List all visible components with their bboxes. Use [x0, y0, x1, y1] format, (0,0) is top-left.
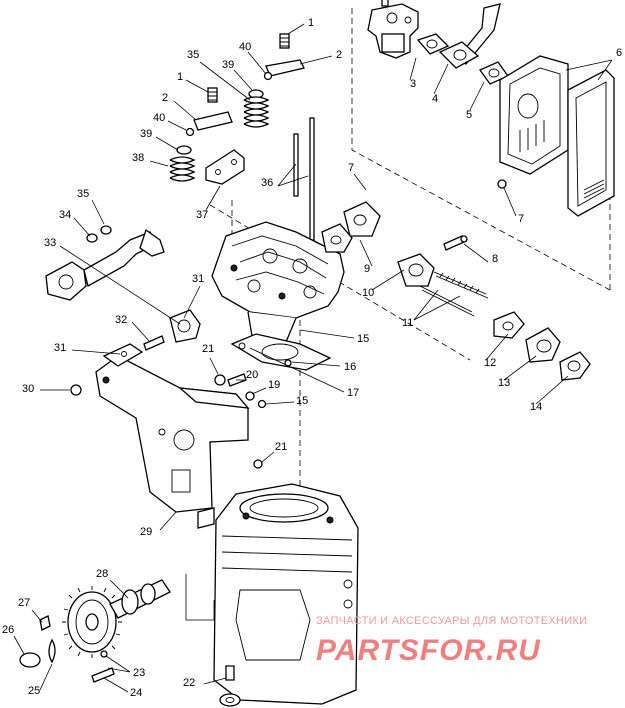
- callout-c34: 34: [59, 209, 71, 221]
- callout-c28: 28: [96, 568, 108, 580]
- callout-c40b: 40: [153, 112, 165, 124]
- callout-c20: 20: [246, 369, 258, 381]
- callout-c14: 14: [530, 401, 542, 413]
- callout-c15b: 15: [296, 395, 308, 407]
- callout-c7b: 7: [348, 162, 354, 174]
- callout-c29: 29: [140, 526, 152, 538]
- callout-c9: 9: [364, 263, 370, 275]
- leader-lines: [13, 23, 613, 693]
- callout-c2b: 2: [162, 92, 168, 104]
- callout-c26: 26: [2, 624, 14, 636]
- cylinder-block: [213, 483, 359, 705]
- watermark-tagline: ЗАПЧАСТИ И АКСЕССУАРЫ ДЛЯ МОТОТЕХНИКИ: [316, 615, 587, 627]
- callout-c31b: 31: [54, 342, 66, 354]
- callout-c25: 25: [28, 685, 40, 697]
- callout-c33: 33: [44, 237, 56, 249]
- callout-c22: 22: [183, 677, 195, 689]
- spacer-gaskets: [493, 311, 591, 381]
- air-box-cover: [567, 69, 615, 217]
- callout-c5: 5: [466, 109, 472, 121]
- rocker-assembly-right: [243, 33, 305, 128]
- crankcase-gasket: [102, 343, 144, 367]
- callout-c24: 24: [130, 687, 142, 699]
- callout-c1b: 1: [177, 71, 183, 83]
- intake-bolt: [443, 235, 468, 251]
- air-box-housing: [499, 55, 569, 175]
- callout-c39a: 39: [222, 59, 234, 71]
- callout-c37: 37: [196, 209, 208, 221]
- callout-c39b: 39: [140, 128, 152, 140]
- callout-c21b: 21: [275, 441, 287, 453]
- callout-c16: 16: [344, 361, 356, 373]
- callout-c7a: 7: [518, 213, 524, 225]
- callout-c11: 11: [402, 317, 413, 329]
- callout-c2a: 2: [336, 49, 342, 61]
- callout-c31a: 31: [192, 273, 204, 285]
- breather-parts: [214, 373, 267, 469]
- camshaft-gear: [62, 586, 122, 658]
- manifold-bolt: [143, 335, 165, 351]
- carb-gaskets: [416, 33, 509, 85]
- callout-c17: 17: [347, 387, 359, 399]
- callout-c27: 27: [18, 597, 30, 609]
- airbox-nut: [497, 179, 507, 189]
- drain-plug: [219, 665, 241, 707]
- callout-c4: 4: [432, 93, 438, 105]
- callout-c19: 19: [268, 379, 280, 391]
- crankcase-cover: [95, 355, 250, 529]
- push-rod-guide-plate: [205, 149, 245, 185]
- head-gasket: [230, 333, 332, 371]
- cover-bolt: [70, 384, 82, 396]
- callout-c15a: 15: [357, 333, 369, 345]
- callout-c35a: 35: [187, 49, 199, 61]
- cam-small-parts: [19, 615, 115, 683]
- callout-c30: 30: [22, 383, 34, 395]
- intake-gasket-upper: [321, 201, 381, 253]
- camshaft: [109, 579, 171, 619]
- callout-numbers: 1240353912403938345677363735343331891011…: [2, 17, 622, 699]
- carburetor: [367, 0, 419, 59]
- exhaust-gasket: [169, 309, 201, 343]
- callout-c10: 10: [362, 287, 374, 299]
- callout-c1a: 1: [308, 17, 314, 29]
- studs: [419, 271, 489, 317]
- callout-c8: 8: [492, 253, 498, 265]
- watermark: ЗАПЧАСТИ И АКСЕССУАРЫ ДЛЯ МОТОТЕХНИКИ PA…: [316, 615, 587, 667]
- watermark-logo-text: PARTSFOR.RU: [316, 634, 541, 667]
- rocker-assembly-left: [169, 87, 233, 182]
- callout-c3: 3: [410, 78, 416, 90]
- callout-c35b: 35: [77, 188, 89, 200]
- cylinder-head: [211, 221, 345, 343]
- callout-c32: 32: [115, 314, 127, 326]
- callout-c36: 36: [261, 177, 273, 189]
- insulator-block: [397, 253, 435, 287]
- push-rods: [293, 117, 315, 241]
- exhaust-pipe: [45, 225, 165, 301]
- callout-c23: 23: [133, 667, 145, 679]
- callout-c40a: 40: [239, 41, 251, 53]
- callout-c12: 12: [484, 357, 496, 369]
- callout-c6: 6: [616, 47, 622, 59]
- callout-c38: 38: [132, 152, 144, 164]
- callout-c21a: 21: [202, 343, 214, 355]
- callout-c13: 13: [498, 377, 510, 389]
